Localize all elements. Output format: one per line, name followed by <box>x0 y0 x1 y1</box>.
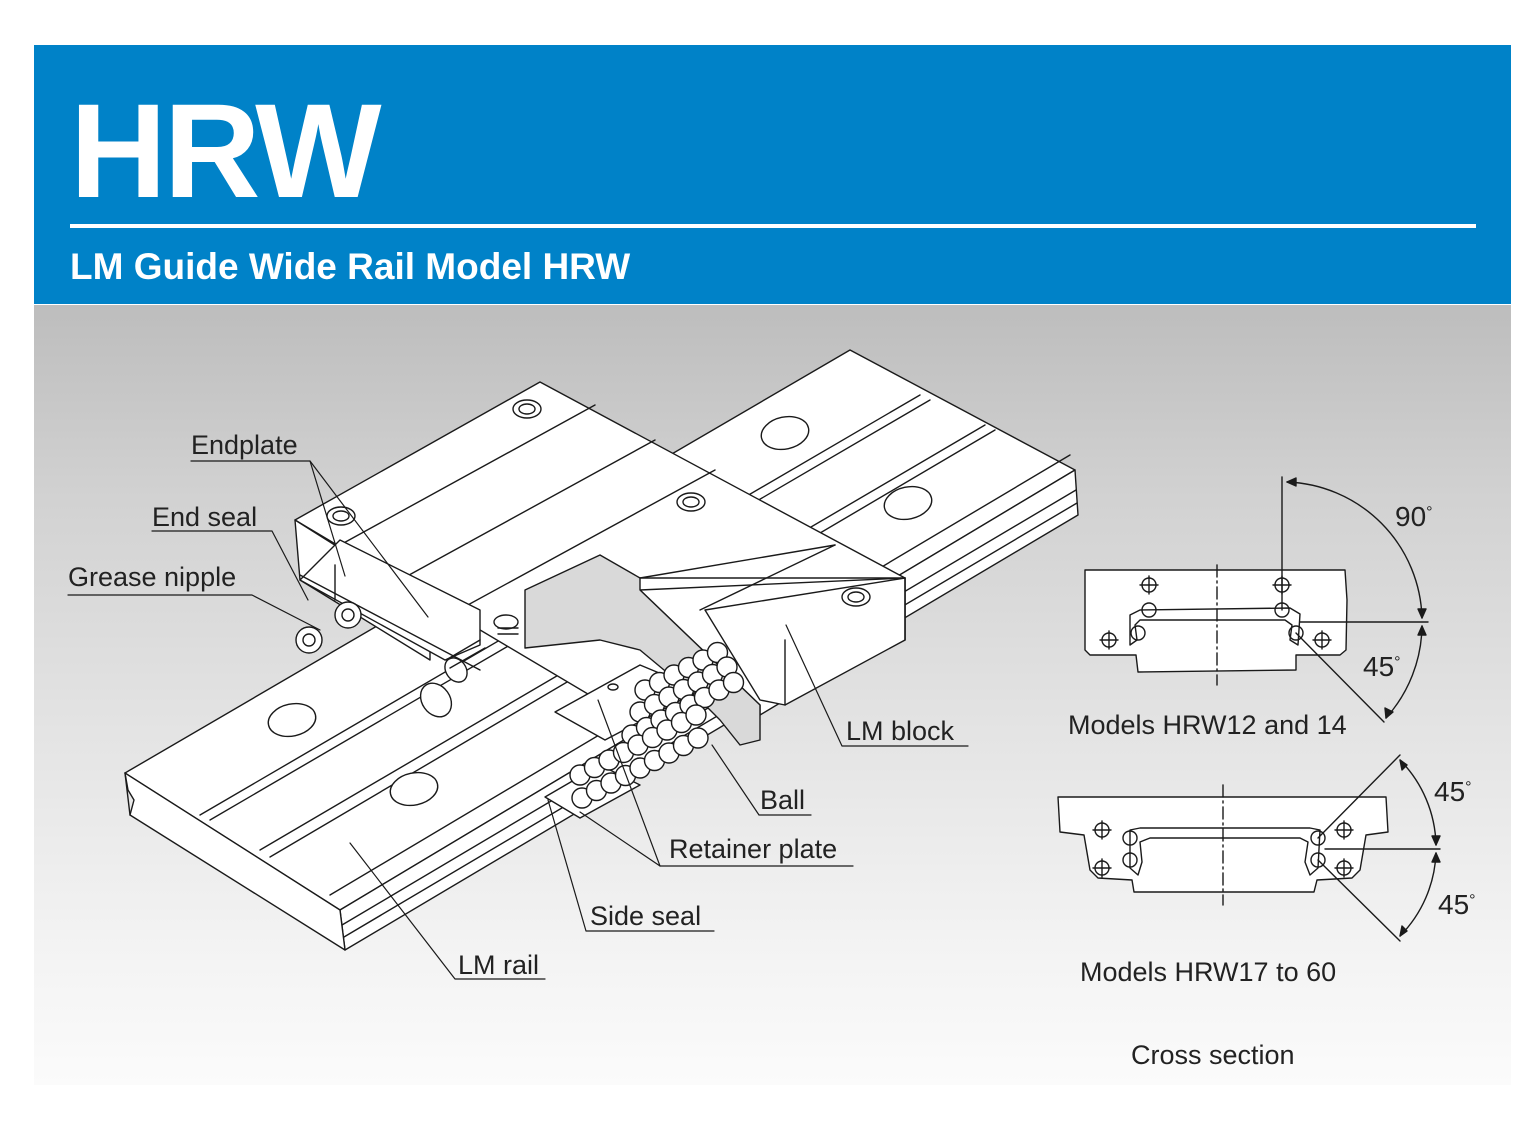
label-end-seal: End seal <box>152 502 258 532</box>
page-subtitle: LM Guide Wide Rail Model HRW <box>70 246 631 287</box>
cross-section-a-drawing <box>1084 476 1429 723</box>
header-banner: HRW LM Guide Wide Rail Model HRW <box>34 45 1511 304</box>
ball-chain <box>569 641 745 809</box>
ball-icon <box>722 671 745 694</box>
caption-section-a: Models HRW12 and 14 <box>1068 710 1347 740</box>
leader-side-seal <box>547 799 715 932</box>
leader-ball <box>711 744 812 816</box>
label-lm-rail: LM rail <box>458 950 540 980</box>
label-ball: Ball <box>760 785 806 815</box>
angle-label-a-lower: 45° <box>1363 651 1401 682</box>
label-endplate: Endplate <box>191 430 298 460</box>
leader-lm-block <box>785 624 969 747</box>
label-grease-nipple: Grease nipple <box>68 562 237 592</box>
ball-icon <box>687 727 709 749</box>
header-divider <box>70 224 1476 228</box>
label-side-seal: Side seal <box>590 901 702 931</box>
lm-block-drawing <box>294 381 906 746</box>
cross-section-b-drawing <box>1057 754 1441 942</box>
leader-lm-rail <box>349 842 546 980</box>
caption-cross-section: Cross section <box>1131 1040 1295 1070</box>
leader-retainer-plate-2 <box>579 811 661 867</box>
angle-label-a-upper: 90° <box>1395 501 1433 532</box>
leader-endplate-2 <box>309 460 429 618</box>
leader-lines <box>67 460 969 980</box>
label-retainer-plate: Retainer plate <box>669 834 838 864</box>
angle-label-b-upper: 45° <box>1434 776 1472 807</box>
page-title: HRW <box>70 77 382 226</box>
angle-label-b-lower: 45° <box>1438 889 1476 920</box>
caption-section-b: Models HRW17 to 60 <box>1080 957 1337 987</box>
label-lm-block: LM block <box>846 716 955 746</box>
leader-end-seal <box>151 530 309 601</box>
ball-icon <box>685 704 707 726</box>
hole-markers-b <box>1092 820 1354 878</box>
leader-grease-nipple <box>67 594 321 631</box>
